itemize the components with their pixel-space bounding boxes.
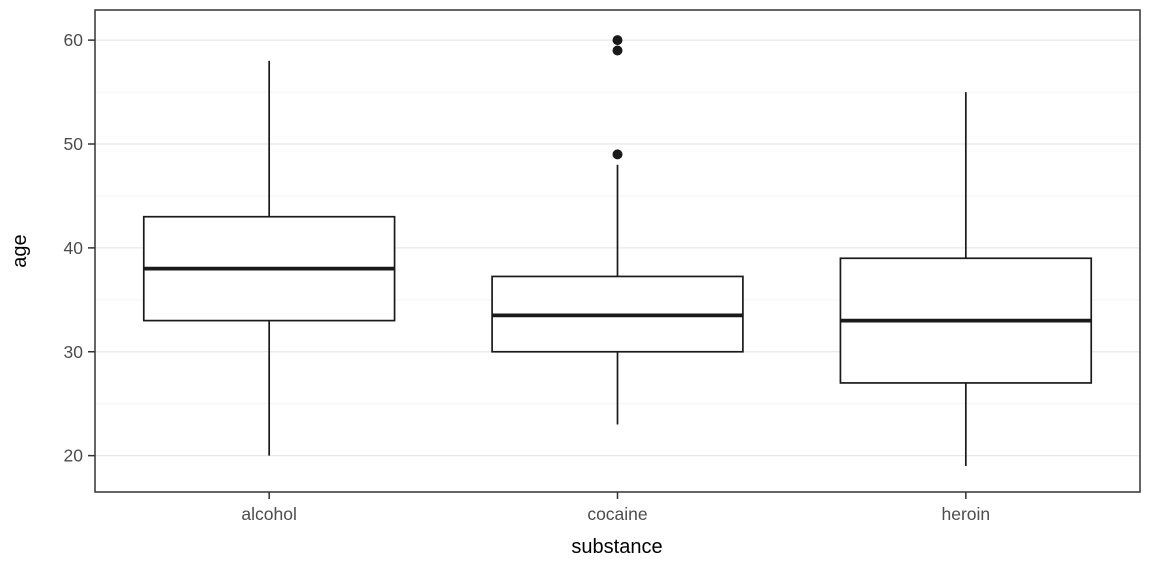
plot-area: 20 30 40 50 60 alcohol cocaine heroin [64, 9, 1141, 524]
boxplot-cocaine [491, 35, 744, 425]
y-tick-label: 50 [64, 134, 84, 154]
boxplot-alcohol [142, 60, 396, 456]
boxplot-heroin [839, 92, 1093, 467]
y-tick-label: 60 [64, 30, 84, 50]
y-tick-label: 30 [64, 342, 84, 362]
y-tick-label: 20 [64, 446, 84, 466]
outlier-point [612, 45, 623, 56]
outlier-point [612, 149, 623, 160]
outlier-point [612, 35, 623, 46]
x-tick-label: heroin [942, 504, 991, 524]
x-axis-title: substance [571, 536, 662, 558]
x-tick-label: alcohol [241, 504, 296, 524]
y-axis-title: age [9, 234, 31, 267]
y-tick-label: 40 [64, 238, 84, 258]
x-tick-label: cocaine [587, 504, 647, 524]
